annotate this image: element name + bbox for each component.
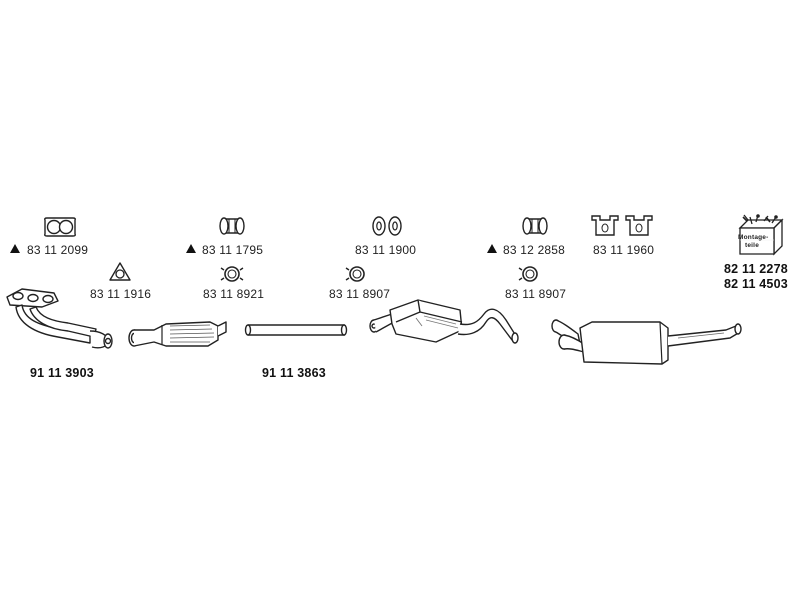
part-number-clamp-1: 83 11 1795 <box>202 243 264 257</box>
part-number-front-pipe: 91 11 3903 <box>30 366 94 380</box>
part-number-kit-2: 82 11 4503 <box>724 277 788 291</box>
part-number-small-clamp-1: 83 11 8921 <box>203 287 265 301</box>
part-number-middle-pipe: 91 11 3863 <box>262 366 326 380</box>
part-number-hangers: 83 11 1960 <box>593 243 655 257</box>
front-pipe-icon <box>4 285 120 353</box>
middle-pipe-icon <box>244 322 348 338</box>
part-number-seal-ring: 83 11 1916 <box>90 287 152 301</box>
warning-triangle-icon <box>186 244 196 253</box>
part-number-gasket: 83 11 2099 <box>27 243 89 257</box>
center-silencer-icon <box>366 296 526 352</box>
small-clamp-icon <box>345 264 369 284</box>
part-number-clamp-2: 83 12 2858 <box>503 243 566 257</box>
part-number-kit-1: 82 11 2278 <box>724 262 788 276</box>
small-clamp-icon <box>220 264 244 284</box>
pipe-clamp-icon <box>217 215 247 237</box>
warning-triangle-icon <box>487 244 497 253</box>
rubber-mount-icon <box>370 215 404 237</box>
part-number-rubber-mounts: 83 11 1900 <box>355 243 417 257</box>
gasket-icon <box>42 216 78 238</box>
hanger-bracket-icon <box>590 213 654 239</box>
rear-silencer-icon <box>548 316 744 366</box>
seal-ring-icon <box>108 262 132 282</box>
part-number-small-clamp-3: 83 11 8907 <box>505 287 567 301</box>
warning-triangle-icon <box>10 244 20 253</box>
part-number-small-clamp-2: 83 11 8907 <box>329 287 391 301</box>
catalytic-converter-icon <box>126 316 230 352</box>
kit-box-label-line-2: teile <box>745 242 760 249</box>
mounting-kit-box-icon <box>734 214 786 258</box>
pipe-clamp-icon <box>520 215 550 237</box>
small-clamp-icon <box>518 264 542 284</box>
kit-box-label-line-1: Montage- <box>738 234 769 241</box>
